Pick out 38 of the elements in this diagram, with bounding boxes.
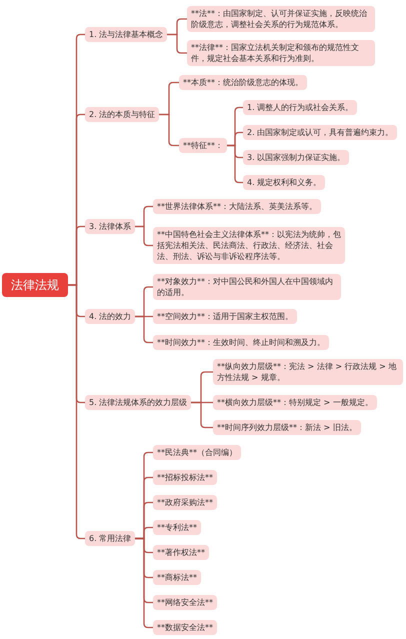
topic-box: **空间效力**：适用于国家主权范围。: [153, 308, 297, 324]
topic-box: **著作权法**: [153, 544, 209, 560]
topic-box: **特征**：: [179, 138, 227, 152]
topic-box: 1. 法与法律基本概念: [85, 26, 168, 42]
topic-box: 2. 法的本质与特征: [85, 106, 160, 122]
topic-box: **网络安全法**: [153, 594, 217, 610]
branch-line: [135, 226, 153, 246]
topic-box: **法**：由国家制定、认可并保证实施，反映统治阶级意志，调整社会关系的行为规范体系。: [187, 6, 375, 32]
topic-box: **招标投标法**: [153, 470, 217, 484]
branch-line: [135, 316, 153, 344]
topic-box: **横向效力层级**：特别规定 > 一般规定。: [213, 394, 377, 410]
topic-box: 1. 调整人的行为或社会关系。: [243, 100, 358, 114]
branch-line: [227, 144, 243, 184]
topic-box: **本质**：统治阶级意志的体现。: [179, 74, 307, 90]
topic-box: **时间效力**：生效时间、终止时间和溯及力。: [153, 334, 329, 350]
topic-box: **世界法律体系**：大陆法系、英美法系等。: [153, 198, 321, 214]
topic-box: 6. 常用法律: [85, 530, 136, 546]
topic-box: 4. 法的效力: [85, 308, 136, 324]
topic-box: 3. 以国家强制力保证实施。: [243, 150, 350, 164]
topic-box: **法律**：国家立法机关制定和颁布的规范性文件，规定社会基本关系和行为准则。: [187, 40, 375, 66]
topic-box: **纵向效力层级**：宪法 > 法律 > 行政法规 > 地方性法规 > 规章。: [213, 359, 403, 385]
topic-box: **商标法**: [153, 570, 201, 584]
topic-box: 5. 法律法规体系的效力层级: [85, 394, 192, 410]
topic-box: **专利法**: [153, 520, 201, 534]
branch-line: [68, 284, 85, 540]
topic-box: 4. 规定权利和义务。: [243, 174, 326, 190]
topic-box: **时间序列效力层级**：新法 > 旧法。: [213, 420, 361, 434]
root-topic-box: 法律法规: [2, 273, 68, 297]
topic-box: 2. 由国家制定或认可，具有普遍约束力。: [243, 124, 398, 140]
topic-box: **民法典**（合同编）: [153, 444, 241, 460]
branch-line: [135, 538, 153, 628]
branch-line: [159, 114, 179, 146]
branch-line: [167, 34, 187, 54]
topic-box: **政府采购法**: [153, 494, 217, 510]
topic-box: 3. 法律体系: [85, 218, 136, 234]
topic-box: **中国特色社会主义法律体系**：以宪法为统帅，包括宪法相关法、民法商法、行政法、经济法、社会法、刑法、诉讼与非诉讼程序法等。: [153, 226, 345, 264]
topic-box: **数据安全法**: [153, 620, 217, 634]
topic-box: **对象效力**：对中国公民和外国人在中国领域内的适用。: [153, 274, 341, 300]
